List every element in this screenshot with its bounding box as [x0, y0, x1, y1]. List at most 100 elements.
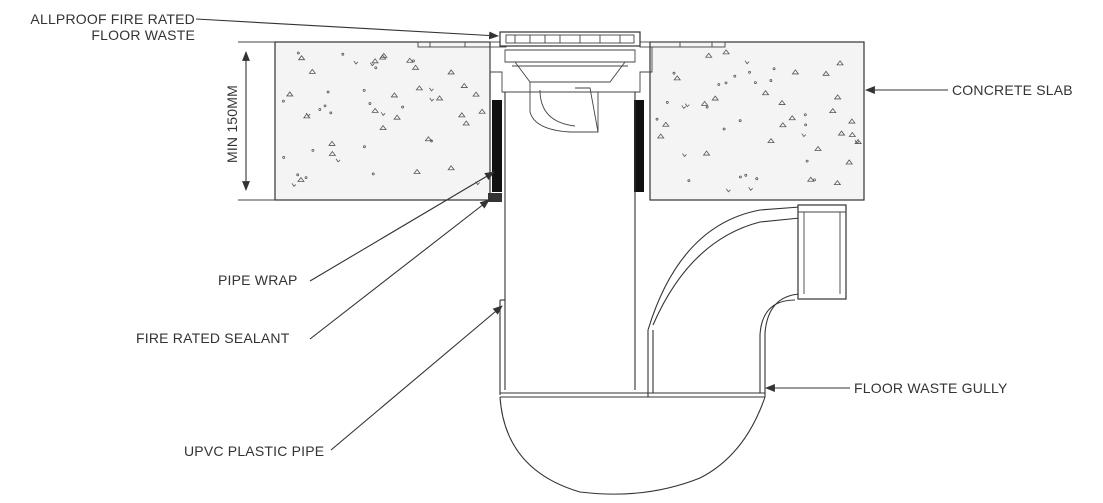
- aggregate-speck: [282, 99, 285, 103]
- label-pipe-wrap: PIPE WRAP: [218, 272, 298, 288]
- aggregate-speck: [378, 54, 387, 60]
- aggregate-speck: [726, 188, 731, 193]
- aggregate-speck: [424, 136, 433, 142]
- aggregate-speck: [390, 92, 399, 98]
- aggregate-speck: [682, 153, 687, 158]
- pipe-wrap-right: [634, 100, 644, 192]
- aggregate-speck: [788, 115, 796, 121]
- aggregate-speck: [447, 69, 455, 75]
- aggregate-speck: [296, 51, 300, 55]
- upvc-pipe: [499, 92, 636, 395]
- aggregate-speck: [801, 133, 807, 138]
- aggregate-speck: [429, 87, 434, 92]
- aggregate-speck: [813, 178, 816, 182]
- pipe-wrap-left: [492, 100, 502, 192]
- aggregate-speck: [687, 179, 691, 183]
- aggregate-speck: [655, 117, 659, 121]
- aggregate-speck: [393, 114, 401, 120]
- aggregate-speck: [460, 82, 469, 88]
- aggregate-speck: [845, 159, 853, 165]
- aggregate-speck: [478, 108, 486, 114]
- label-upvc-pipe: UPVC PLASTIC PIPE: [184, 443, 324, 459]
- aggregate-speck: [462, 120, 471, 126]
- aggregate-speck: [291, 183, 297, 187]
- aggregate-speck: [368, 102, 372, 105]
- aggregate-speck: [767, 137, 775, 144]
- aggregate-speck: [673, 75, 682, 81]
- aggregate-speck: [371, 107, 379, 113]
- aggregate-speck: [778, 99, 786, 105]
- aggregate-speck: [711, 95, 720, 101]
- concrete-slab-left: [274, 41, 491, 201]
- aggregate-speck: [806, 176, 815, 182]
- aggregate-speck: [739, 175, 742, 179]
- aggregate-speck: [722, 127, 726, 131]
- aggregate-speck: [848, 118, 856, 124]
- aggregate-speck: [755, 177, 759, 181]
- label-floor-waste-line1: ALLPROOF FIRE RATED: [30, 11, 195, 27]
- aggregate-speck: [791, 69, 800, 75]
- aggregate-speck: [744, 173, 748, 177]
- aggregate-speck: [754, 81, 757, 85]
- leader-upvc-pipe: [330, 305, 503, 451]
- leader-floor-waste: [195, 18, 499, 40]
- aggregate-speck: [411, 64, 420, 70]
- aggregate-speck: [363, 145, 366, 149]
- aggregate-speck: [303, 113, 311, 119]
- aggregate-speck: [704, 52, 713, 58]
- leader-fire-rated-sealant: [309, 199, 490, 340]
- aggregate-speck: [413, 168, 421, 174]
- aggregate-speck: [282, 155, 286, 159]
- aggregate-speck: [705, 105, 709, 109]
- concrete-aggregate-texture: [282, 49, 862, 193]
- aggregate-speck: [681, 105, 687, 110]
- aggregate-speck: [328, 150, 337, 156]
- aggregate-speck: [308, 68, 317, 74]
- aggregate-speck: [318, 108, 322, 111]
- aggregate-speck: [297, 55, 306, 61]
- min-depth-dimension: MIN 150MM: [224, 41, 275, 201]
- aggregate-speck: [406, 57, 414, 63]
- aggregate-speck: [804, 123, 808, 127]
- aggregate-speck: [369, 62, 375, 67]
- floor-waste-gully-body: [499, 204, 847, 495]
- aggregate-speck: [311, 149, 315, 152]
- aggregate-speck: [748, 187, 753, 191]
- aggregate-speck: [472, 91, 480, 97]
- aggregate-speck: [323, 104, 327, 108]
- aggregate-speck: [772, 67, 776, 71]
- aggregate-speck: [700, 100, 709, 106]
- aggregate-speck: [717, 83, 721, 86]
- aggregate-speck: [724, 81, 728, 85]
- aggregate-speck: [833, 94, 842, 100]
- aggregate-speck: [761, 90, 770, 96]
- aggregate-speck: [836, 60, 844, 66]
- label-fire-rated-sealant: FIRE RATED SEALANT: [136, 330, 290, 346]
- aggregate-speck: [379, 124, 387, 131]
- aggregate-speck: [684, 103, 690, 108]
- aggregate-speck: [447, 165, 455, 171]
- label-floor-waste-line2: FLOOR WASTE: [91, 27, 195, 43]
- aggregate-speck: [380, 112, 386, 116]
- aggregate-speck: [854, 138, 862, 144]
- aggregate-speck: [805, 159, 809, 163]
- aggregate-speck: [661, 121, 670, 127]
- aggregate-speck: [744, 60, 750, 65]
- aggregate-speck: [297, 176, 305, 182]
- aggregate-speck: [371, 58, 379, 64]
- aggregate-speck: [722, 49, 730, 55]
- aggregate-speck: [412, 59, 415, 63]
- aggregate-speck: [304, 176, 308, 180]
- aggregate-speck: [328, 140, 336, 146]
- aggregate-speck: [296, 173, 300, 177]
- aggregate-speck: [779, 122, 787, 128]
- aggregate-speck: [362, 88, 366, 92]
- aggregate-speck: [803, 113, 807, 117]
- aggregate-speck: [848, 131, 857, 137]
- label-floor-waste-gully: FLOOR WASTE GULLY: [854, 380, 1008, 396]
- aggregate-speck: [286, 91, 294, 97]
- aggregate-speck: [335, 158, 341, 163]
- aggregate-speck: [326, 90, 330, 94]
- label-concrete-slab: CONCRETE SLAB: [952, 82, 1073, 98]
